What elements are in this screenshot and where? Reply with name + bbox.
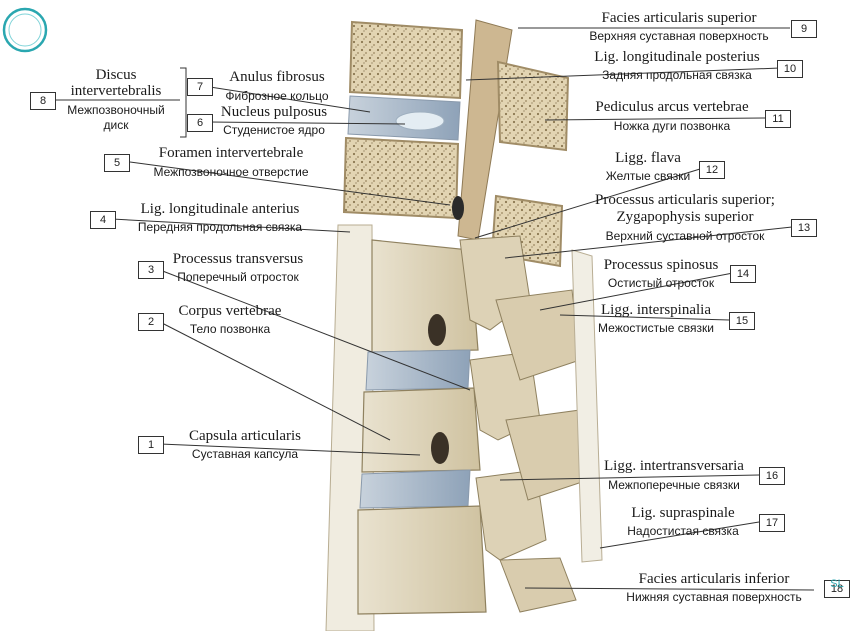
label-9-latin: Facies articularis superior	[601, 10, 757, 26]
label-15-latin: Ligg. interspinalia	[601, 302, 711, 318]
label-14-russian: Остистый отросток	[607, 276, 715, 290]
vertebral-body-2	[361, 387, 481, 473]
leader-lines	[54, 27, 815, 591]
label-17-number: 17	[759, 514, 785, 532]
label-2-russian: Тело позвонка	[189, 322, 271, 336]
label-13-number: 13	[791, 219, 817, 237]
label-8-latin-line2: intervertebralis	[70, 83, 162, 99]
label-16-russian: Межпоперечные связки	[608, 478, 740, 492]
label-18-number: 18	[824, 580, 850, 598]
label-2-latin: Corpus vertebrae	[178, 303, 282, 319]
vertebral-body-cut-middle	[342, 136, 460, 220]
label-1-russian: Суставная капсула	[191, 447, 299, 461]
label-6-number: 6	[187, 114, 213, 132]
label-1-latin: Capsula articularis	[188, 428, 302, 444]
label-9-number: 9	[791, 20, 817, 38]
label-7-latin: Anulus fibrosus	[229, 69, 325, 85]
label-4-russian: Передняя продольная связка	[137, 220, 303, 234]
label-12-russian: Желтые связки	[605, 169, 691, 183]
label-5-russian: Межпозвоночное отверстие	[153, 165, 309, 179]
label-7-russian: Фиброзное кольцо	[225, 89, 329, 103]
label-14-number: 14	[730, 265, 756, 283]
label-11-russian: Ножка дуги позвонка	[613, 119, 731, 133]
nucleus-pulposus	[395, 111, 445, 131]
label-14-latin: Processus spinosus	[603, 257, 719, 273]
vertebral-body-1	[371, 239, 479, 353]
spinous-process-3	[499, 557, 577, 613]
label-15-number: 15	[729, 312, 755, 330]
foramen	[452, 196, 464, 220]
label-5-latin: Foramen intervertebrale	[158, 145, 304, 161]
label-15-russian: Межостистые связки	[598, 321, 714, 335]
label-3-russian: Поперечный отросток	[177, 270, 299, 284]
label-10-latin: Lig. longitudinale posterius	[594, 49, 760, 65]
label-13-latin-line2: Zygapophysis superior	[616, 209, 754, 225]
label-17-russian: Надостистая связка	[627, 524, 739, 538]
watermark-text: SL	[830, 578, 844, 590]
label-8-latin-line1: Discus	[95, 67, 137, 83]
label-12-latin: Ligg. flava	[615, 150, 681, 166]
watermark-logo-icon	[2, 7, 48, 53]
label-1-number: 1	[138, 436, 164, 454]
label-13-russian: Верхний суставной отросток	[605, 229, 765, 243]
label-18-russian: Нижняя суставная поверхность	[626, 590, 802, 604]
label-9-russian: Верхняя суставная поверхность	[589, 29, 769, 43]
vertebral-body-cut-upper	[348, 20, 464, 100]
pedicle-upper	[496, 60, 570, 152]
label-3-number: 3	[138, 261, 164, 279]
label-17-latin: Lig. supraspinale	[631, 505, 735, 521]
label-4-latin: Lig. longitudinale anterius	[140, 201, 300, 217]
label-16-number: 16	[759, 467, 785, 485]
vertebral-body-3	[357, 505, 487, 615]
label-13-latin-line1: Processus articularis superior;	[595, 192, 775, 208]
label-10-number: 10	[777, 60, 803, 78]
label-8-number: 8	[30, 92, 56, 110]
label-11-number: 11	[765, 110, 791, 128]
label-3-latin: Processus transversus	[172, 251, 304, 267]
label-6-latin: Nucleus pulposus	[220, 104, 328, 120]
label-18-latin: Facies articularis inferior	[638, 571, 790, 587]
label-2-number: 2	[138, 313, 164, 331]
label-11-latin: Pediculus arcus vertebrae	[595, 99, 749, 115]
label-6-russian: Студенистое ядро	[223, 123, 325, 137]
label-8-russian-line1: Межпозвоночный	[67, 103, 165, 117]
disc-3	[359, 469, 471, 509]
label-7-number: 7	[187, 78, 213, 96]
label-10-russian: Задняя продольная связка	[602, 68, 752, 82]
label-16-latin: Ligg. intertransversaria	[604, 458, 744, 474]
supraspinal-ligament	[571, 249, 603, 563]
label-5-number: 5	[104, 154, 130, 172]
label-4-number: 4	[90, 211, 116, 229]
label-12-number: 12	[699, 161, 725, 179]
label-8-russian-line2: диск	[103, 118, 129, 132]
